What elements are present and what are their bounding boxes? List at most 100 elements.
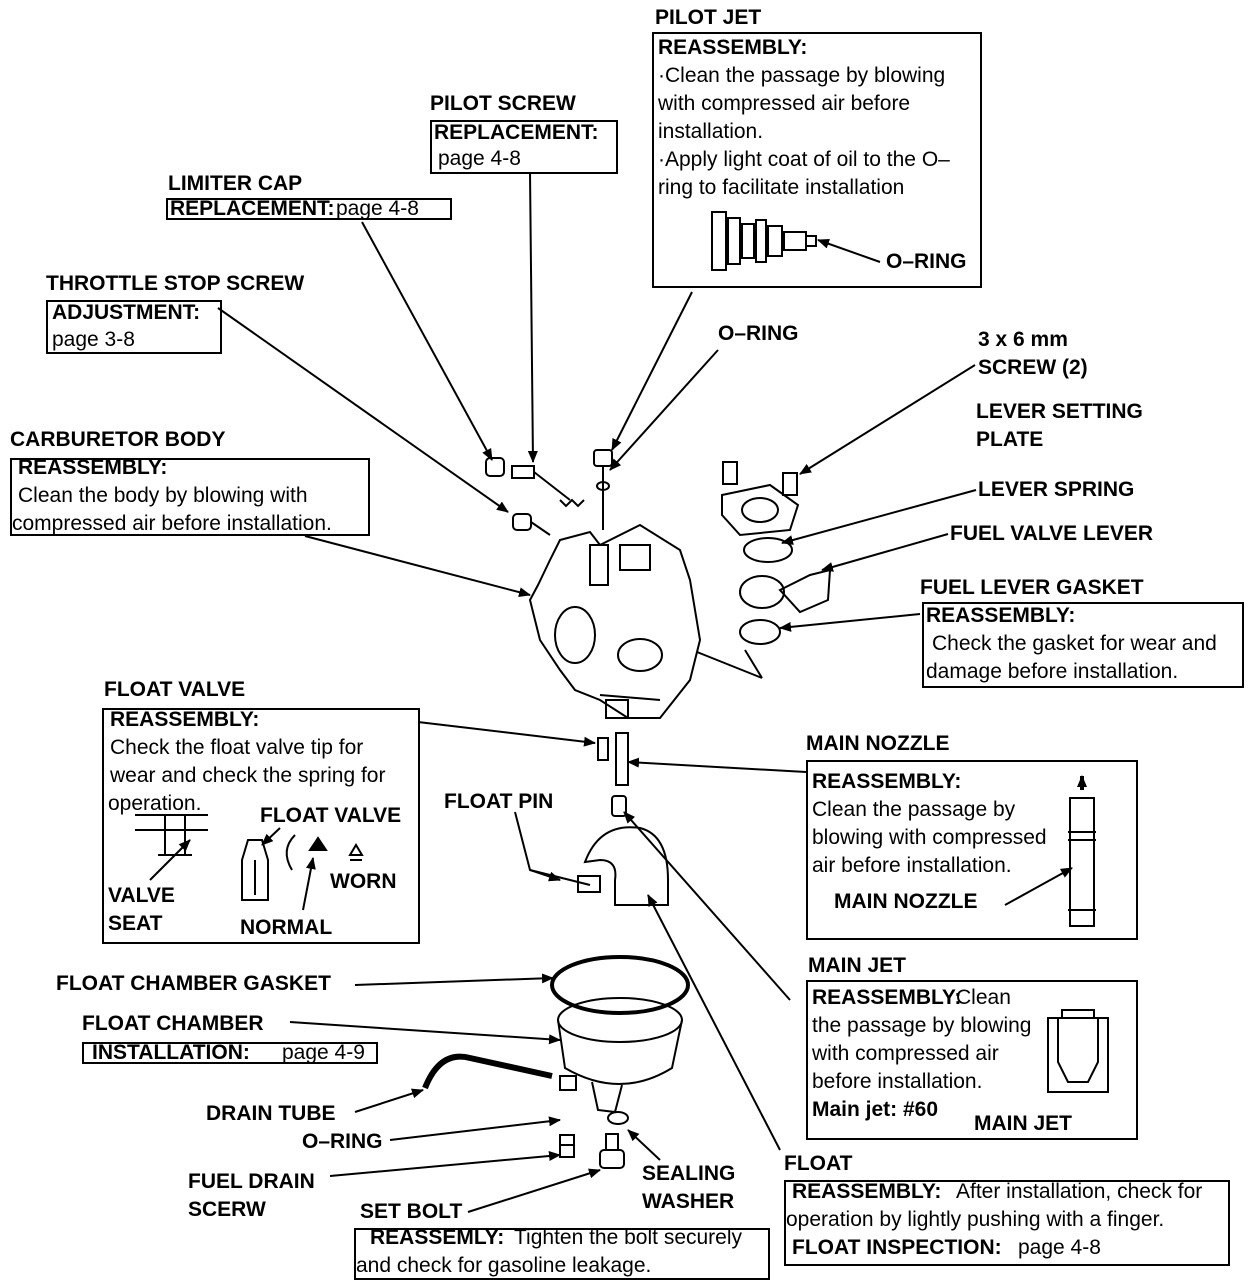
leader-lever-to-body [691, 649, 763, 679]
throttle-screw-part [512, 513, 551, 536]
carb-body-line-1: Clean the body by blowing with [18, 484, 308, 507]
float-chamber-ref: page 4-9 [282, 1041, 365, 1064]
carb-body-heading: REASSEMBLY: [18, 456, 168, 479]
main-jet-line-0: Clean [956, 986, 1011, 1009]
leader-float-valve [417, 721, 596, 747]
float-valve-part [597, 737, 609, 761]
limiter-cap-title: LIMITER CAP [168, 172, 303, 195]
main-jet-inset-drawing [1047, 1009, 1109, 1093]
leader-screw [799, 364, 976, 475]
throttle-stop-title: THROTTLE STOP SCREW [46, 272, 305, 295]
float-heading: REASSEMBLY: [792, 1180, 942, 1203]
leader-float-chamber [289, 1021, 561, 1045]
leader-fuel-drain [329, 1151, 561, 1177]
normal-label: NORMAL [240, 916, 333, 939]
main-jet-line-1: the passage by blowing [812, 1014, 1032, 1037]
leader-fuel-valve-lever [821, 533, 949, 572]
fuel-gasket-line-2: damage before installation. [926, 660, 1179, 683]
oring-bottom-part [607, 1111, 629, 1125]
main-nozzle-part [615, 732, 629, 786]
pilot-jet-line-2: with compressed air before [658, 92, 911, 115]
leader-pilot-jet [611, 291, 693, 451]
throttle-stop-ref: page 3-8 [52, 328, 135, 351]
leader-lever-spring [781, 489, 977, 545]
float-pin-label: FLOAT PIN [444, 790, 554, 813]
drain-tube-part [422, 1053, 553, 1090]
main-jet-title: MAIN JET [808, 954, 907, 977]
main-jet-box: REASSEMBLY: Clean the passage by blowing… [806, 980, 1138, 1140]
float-inspection-ref: page 4-8 [1018, 1236, 1101, 1259]
main-nozzle-line-2: blowing with compressed [812, 826, 1047, 849]
float-valve-line-3: operation. [108, 792, 202, 815]
pilot-jet-box: REASSEMBLY: ·Clean the passage by blowin… [652, 32, 982, 288]
main-nozzle-heading: REASSEMBLY: [812, 770, 962, 793]
fuel-gasket-heading: REASSEMBLY: [926, 604, 1076, 627]
fuel-gasket-box: REASSEMBLY: Check the gasket for wear an… [922, 602, 1244, 688]
spring-part [559, 498, 585, 508]
main-nozzle-title: MAIN NOZZLE [806, 732, 950, 755]
pilot-jet-line-3: installation. [658, 120, 764, 143]
pilot-jet-oring-label: O–RING [886, 250, 967, 273]
leader-sealing-washer [627, 1129, 661, 1161]
float-valve-heading: REASSEMBLY: [110, 708, 260, 731]
pilot-screw-title: PILOT SCREW [430, 92, 576, 115]
set-bolt-box: REASSEMLY: Tighten the bolt securely and… [354, 1226, 770, 1280]
leader-main-nozzle-inset [1004, 867, 1073, 906]
sealing-washer-line-1: SEALING [642, 1162, 736, 1185]
leader-oring-bottom [389, 1116, 561, 1141]
float-valve-line-1: Check the float valve tip for [110, 736, 364, 759]
main-jet-inset-label: MAIN JET [974, 1112, 1073, 1135]
float-part [529, 826, 669, 906]
pilot-jet-title: PILOT JET [655, 6, 762, 29]
set-bolt-text: Tighten the bolt securely [514, 1226, 743, 1249]
leader-main-jet [623, 811, 791, 1001]
float-valve-line-2: wear and check the spring for [110, 764, 386, 787]
fuel-lever-gasket-part [739, 619, 781, 645]
float-valve-box: REASSEMBLY: Check the float valve tip fo… [102, 708, 420, 944]
main-jet-spec: Main jet: #60 [812, 1098, 939, 1121]
float-line-2: operation by lightly pushing with a fing… [786, 1208, 1165, 1231]
main-jet-heading: REASSEMBLY: [812, 986, 962, 1009]
main-nozzle-box: REASSEMBLY: Clean the passage by blowing… [806, 760, 1138, 940]
leader-pilot-screw [527, 171, 538, 463]
fuel-drain-line-1: FUEL DRAIN [188, 1170, 315, 1193]
limiter-cap-part [485, 457, 505, 477]
set-bolt-part [599, 1133, 625, 1169]
lever-spring-label: LEVER SPRING [978, 478, 1135, 501]
set-bolt-title: SET BOLT [360, 1200, 463, 1223]
fuel-drain-screw-part [559, 1134, 575, 1158]
leader-throttle-stop [217, 307, 509, 513]
leader-chamber-gasket [354, 973, 554, 986]
float-chamber-heading: INSTALLATION: [92, 1041, 250, 1064]
pilot-jet-line-1: ·Clean the passage by blowing [658, 64, 946, 87]
main-jet-part [611, 795, 627, 817]
main-jet-line-2: with compressed air [812, 1042, 999, 1065]
leader-normal [302, 857, 316, 911]
pilot-jet-line-5: ring to facilitate installation [658, 176, 905, 199]
oring-bottom-label: O–RING [302, 1130, 383, 1153]
main-nozzle-inset-drawing [1068, 775, 1096, 927]
leader-set-bolt [467, 1168, 601, 1213]
limiter-cap-heading: REPLACEMENT: [170, 197, 335, 220]
pilot-screw-heading: REPLACEMENT: [434, 121, 599, 144]
worn-label: WORN [330, 870, 397, 893]
oring-part [596, 481, 610, 491]
leader-float-pin [514, 811, 561, 882]
leader-valve-seat [149, 839, 191, 881]
lever-plate-part [721, 461, 800, 537]
pilot-jet-heading: REASSEMBLY: [658, 36, 808, 59]
leader-drain-tube [354, 1088, 424, 1113]
pilot-jet-line-4: ·Apply light coat of oil to the O– [658, 148, 950, 171]
drain-tube-label: DRAIN TUBE [206, 1102, 336, 1125]
main-nozzle-inset-label: MAIN NOZZLE [834, 890, 978, 913]
carb-body-box: REASSEMBLY: Clean the body by blowing wi… [10, 456, 370, 536]
float-valve-title: FLOAT VALVE [104, 678, 246, 701]
limiter-cap-ref: page 4-8 [336, 197, 419, 220]
float-chamber-title: FLOAT CHAMBER [82, 1012, 264, 1035]
pilot-screw-ref: page 4-8 [438, 147, 521, 170]
pilot-jet-part [593, 449, 613, 530]
carb-body-line-2: compressed air before installation. [12, 512, 332, 535]
leader-lever-drop [744, 649, 763, 679]
set-bolt-heading: REASSEMLY: [370, 1226, 505, 1249]
